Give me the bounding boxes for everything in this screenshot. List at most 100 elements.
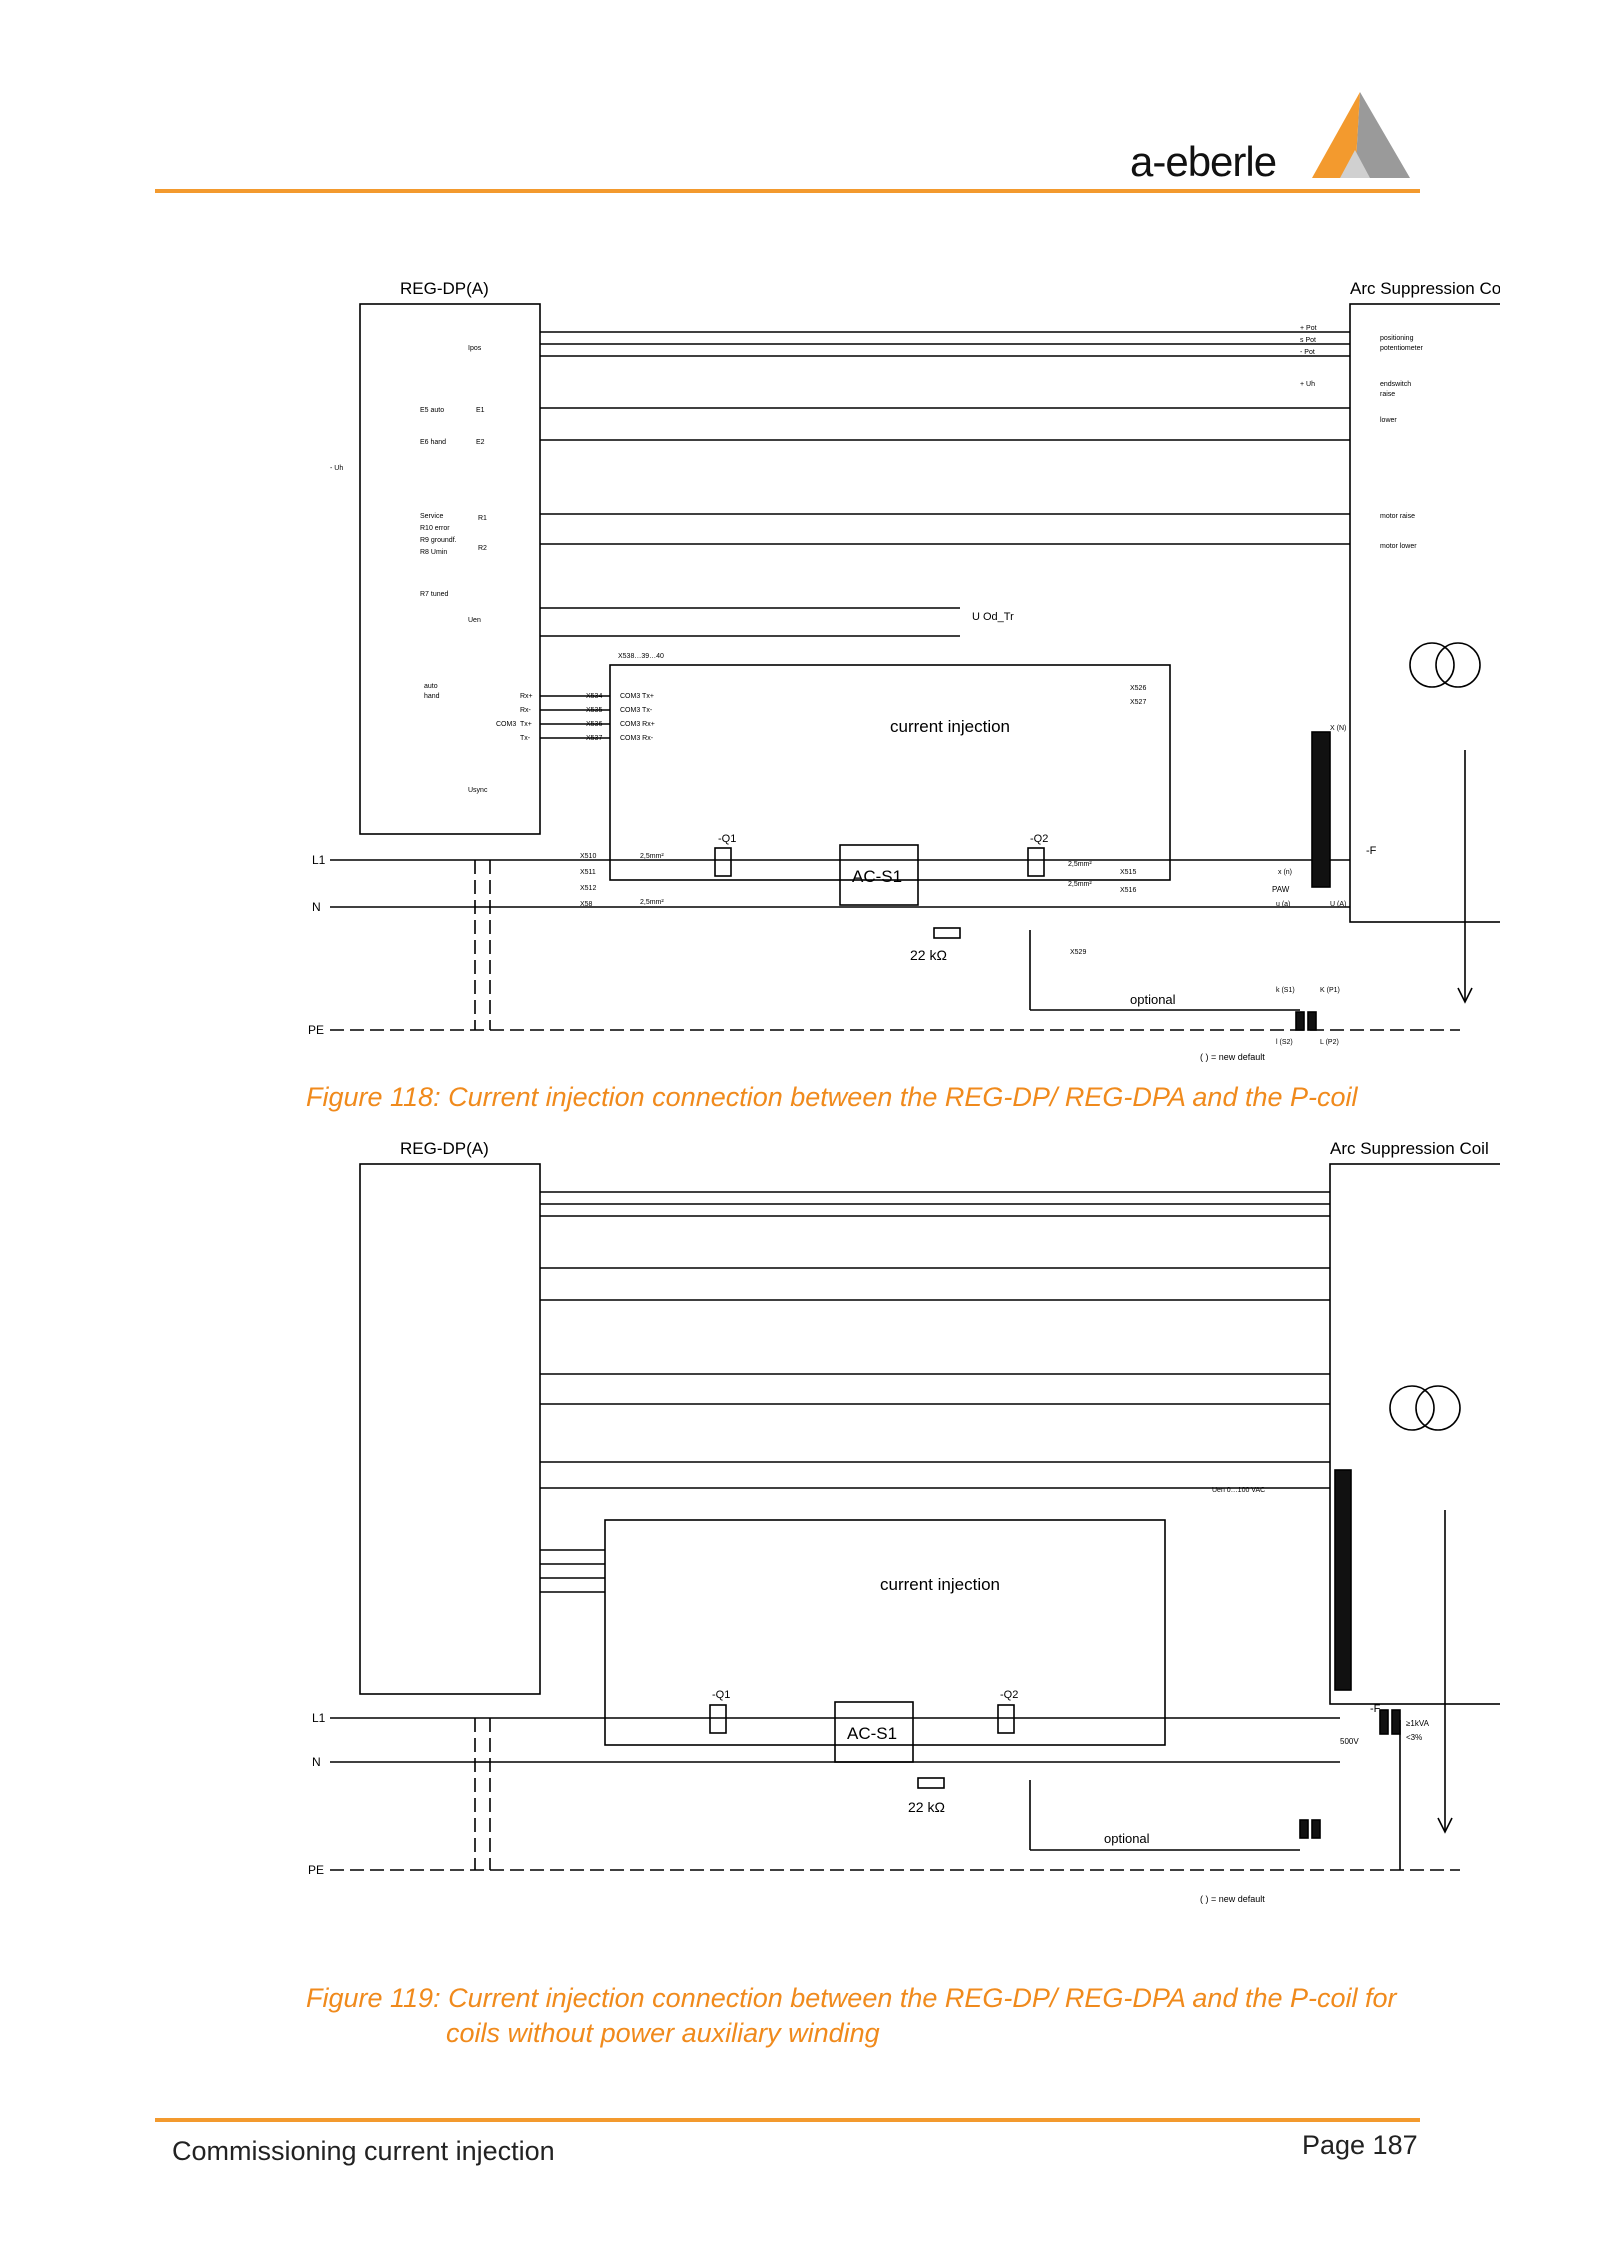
- fig1-tx-plus: Tx+: [520, 721, 532, 728]
- fig2-left-title: REG-DP(A): [400, 1139, 489, 1158]
- fig1-r1: R1: [478, 515, 487, 522]
- fig1-r7: R7 tuned: [420, 591, 449, 598]
- fig1-k-p1: K (P1): [1320, 987, 1340, 994]
- fig2-line-pe: PE: [308, 1863, 324, 1877]
- fig1-big-u: U (A): [1330, 901, 1346, 908]
- fig1-x526: X526: [1130, 685, 1146, 692]
- fig1-lower: lower: [1380, 417, 1397, 424]
- fig1-com3: COM3: [496, 721, 516, 728]
- fig1-wire-d: 2,5mm²: [1068, 881, 1092, 888]
- fig1-x527: X527: [1130, 699, 1146, 706]
- fig1-com3-rx-plus: COM3 Rx+: [620, 721, 655, 728]
- fig1-r9: R9 groundf.: [420, 537, 457, 544]
- fig1-e5: E5 auto: [420, 407, 444, 414]
- fig1-r2: R2: [478, 545, 487, 552]
- fig1-l-p2: L (P2): [1320, 1039, 1339, 1046]
- fig1-rx-minus: Rx-: [520, 707, 532, 714]
- fig1-motor-raise: motor raise: [1380, 513, 1415, 520]
- fig1-paw: PAW: [1272, 885, 1290, 894]
- fig2-q1: -Q1: [712, 1689, 730, 1701]
- fig1-right-title: Arc Suppression Coil: [1350, 279, 1500, 298]
- fig1-left-title: REG-DP(A): [400, 279, 489, 298]
- figure-119-caption-line2: coils without power auxiliary winding: [446, 2018, 880, 2048]
- figure-119-caption-line1: Figure 119: Current injection connection…: [306, 1983, 1397, 2013]
- fig1-r10: R10 error: [420, 525, 450, 532]
- fig1-x511: X511: [580, 869, 596, 876]
- fig1-block-label: current injection: [890, 717, 1010, 736]
- brand-wordmark: a-eberle: [1130, 138, 1277, 185]
- fig1-x535: X535: [586, 707, 602, 714]
- fig1-pot-s: s Pot: [1300, 337, 1316, 344]
- fig2-pct: <3%: [1406, 1733, 1422, 1742]
- fig1-x536: X536: [586, 721, 602, 728]
- fig1-f: -F: [1366, 845, 1377, 857]
- fig1-l-s2: l (S2): [1276, 1039, 1293, 1046]
- fig1-ipos: Ipos: [468, 345, 482, 352]
- fig1-resistor-label: 22 kΩ: [910, 947, 947, 963]
- fig1-e1: E1: [476, 407, 485, 414]
- fig1-hand: hand: [424, 693, 440, 700]
- fig1-e2: E2: [476, 439, 485, 446]
- fig1-line-n: N: [312, 900, 321, 914]
- fig1-r8: R8 Umin: [420, 549, 447, 556]
- brand-triangle-icon: [1312, 92, 1410, 178]
- header-rule: [155, 189, 1420, 193]
- fig1-minus-uh: - Uh: [330, 465, 343, 472]
- fig1-big-x: X (N): [1330, 725, 1346, 732]
- fig1-line-l1: L1: [312, 853, 326, 867]
- brand-logo: a-eberle: [1130, 90, 1420, 185]
- footer-section-title: Commissioning current injection: [172, 2136, 555, 2166]
- fig2-default-note: ( ) = new default: [1200, 1894, 1265, 1904]
- fig1-endswitch: endswitch: [1380, 381, 1411, 388]
- footer-page-number: Page 187: [1302, 2130, 1418, 2160]
- fig1-wire-c: 2,5mm²: [1068, 861, 1092, 868]
- fig1-potentiometer: potentiometer: [1380, 345, 1423, 352]
- fig1-x-n: x (n): [1278, 869, 1292, 876]
- fig1-q1: -Q1: [718, 833, 736, 845]
- fig1-x534: X534: [586, 693, 602, 700]
- fig1-wire-a: 2,5mm²: [640, 853, 664, 860]
- fig2-block-label: current injection: [880, 1575, 1000, 1594]
- fig1-auto: auto: [424, 683, 438, 690]
- fig2-q2: -Q2: [1000, 1689, 1018, 1701]
- fig1-service: Service: [420, 513, 443, 520]
- fig2-optional-label: optional: [1104, 1831, 1150, 1846]
- fig1-x58: X58: [580, 901, 593, 908]
- fig2-500v: 500V: [1340, 1737, 1359, 1746]
- fig1-default-note: ( ) = new default: [1200, 1052, 1265, 1062]
- fig1-u-a: u (a): [1276, 901, 1290, 908]
- fig1-term-top: X538…39…40: [618, 653, 664, 660]
- fig1-x516: X516: [1120, 887, 1136, 894]
- fig1-pot-minus: - Pot: [1300, 349, 1315, 356]
- fig1-q2: -Q2: [1030, 833, 1048, 845]
- fig2-device-label: AC-S1: [847, 1724, 897, 1743]
- fig2-resistor-label: 22 kΩ: [908, 1799, 945, 1815]
- fig1-motor-lower: motor lower: [1380, 543, 1417, 550]
- fig1-e6: E6 hand: [420, 439, 446, 446]
- fig1-com3-tx-minus: COM3 Tx-: [620, 707, 653, 714]
- fig1-optional-label: optional: [1130, 992, 1176, 1007]
- fig1-device-label: AC-S1: [852, 867, 902, 886]
- fig1-x537: X537: [586, 735, 602, 742]
- fig1-uen: Uen: [468, 617, 481, 624]
- fig1-rx-plus: Rx+: [520, 693, 533, 700]
- fig1-positioning: positioning: [1380, 335, 1414, 342]
- figure-119-diagram: REG-DP(A) Arc Suppression Coil current i…: [308, 1139, 1500, 1904]
- fig1-x510: X510: [580, 853, 596, 860]
- fig1-wire-b: 2,5mm²: [640, 899, 664, 906]
- fig1-u-od: U Od_Tr: [972, 611, 1014, 623]
- fig1-pot-plus: + Pot: [1300, 325, 1317, 332]
- fig2-kva: ≥1kVA: [1406, 1719, 1430, 1728]
- fig1-tx-minus: Tx-: [520, 735, 531, 742]
- figure-118-diagram: REG-DP(A) Arc Suppression Coil current i…: [308, 279, 1500, 1062]
- fig1-x512: X512: [580, 885, 596, 892]
- fig2-line-l1: L1: [312, 1711, 326, 1725]
- footer-rule: [155, 2118, 1420, 2122]
- fig1-uh-plus: + Uh: [1300, 381, 1315, 388]
- fig1-line-pe: PE: [308, 1023, 324, 1037]
- fig1-com3-rx-minus: COM3 Rx-: [620, 735, 654, 742]
- fig1-usync: Usync: [468, 787, 488, 794]
- figure-118-caption: Figure 118: Current injection connection…: [306, 1082, 1358, 1112]
- fig2-right-title: Arc Suppression Coil: [1330, 1139, 1489, 1158]
- fig1-raise: raise: [1380, 391, 1395, 398]
